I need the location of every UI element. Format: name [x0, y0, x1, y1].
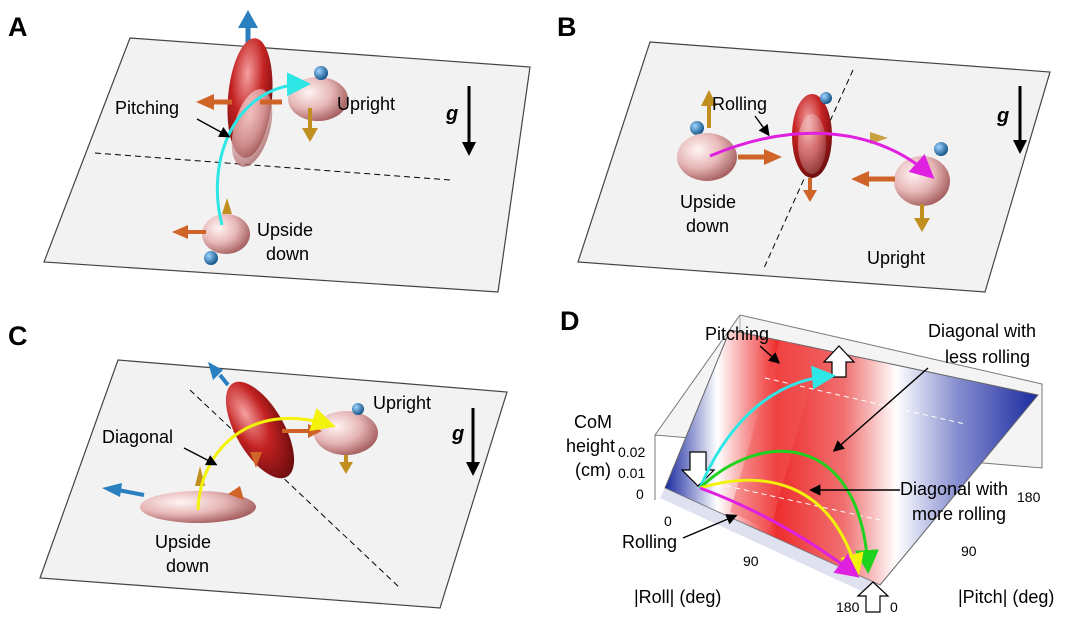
label-upright: Upright	[867, 248, 925, 268]
label-upside-1: Upside	[155, 532, 211, 552]
label-upside-2: down	[166, 556, 209, 576]
com-marker-upside-down	[204, 251, 218, 265]
panel-label-a: A	[8, 12, 28, 42]
z-tick: 0	[636, 486, 644, 502]
label-rolling: Rolling	[712, 94, 767, 114]
diagonal-path	[196, 408, 336, 511]
end-arrow-marker	[856, 581, 890, 613]
com-marker-upright	[314, 66, 328, 80]
panel-label-c: C	[8, 321, 28, 351]
z-tick: 0.01	[618, 465, 645, 481]
roll-tick: 0	[664, 513, 672, 529]
diagonal-more-rolling-trajectory	[699, 478, 864, 578]
ellipsoid-upside-down	[202, 214, 250, 254]
label-upside-2: down	[266, 244, 309, 264]
panel-c: C Upright Diagonal Upside down g	[8, 321, 508, 609]
panel-label-b: B	[557, 12, 577, 42]
dashed-axis	[189, 389, 401, 589]
ellipsoid-upright	[894, 156, 950, 206]
pitch-tick: 90	[961, 543, 977, 559]
gravity-label: g	[445, 103, 458, 125]
z-axis-label-1: CoM	[574, 412, 612, 432]
z-axis-label-2: height	[566, 436, 615, 456]
label-pitching: Pitching	[705, 324, 769, 344]
pitching-path	[215, 72, 311, 226]
arrow-blue-up	[238, 10, 258, 28]
roll-axis-label: |Roll| (deg)	[634, 587, 721, 607]
pitch-tick: 0	[890, 599, 898, 615]
gravity-label: g	[996, 105, 1009, 127]
label-upright: Upright	[337, 94, 395, 114]
roll-tick: 90	[743, 553, 759, 569]
label-upside-1: Upside	[257, 220, 313, 240]
pitching-trajectory	[698, 365, 836, 489]
rolling-path	[709, 131, 935, 180]
label-upside-2: down	[686, 216, 729, 236]
ground-plane	[43, 37, 531, 293]
pitch-tick: 180	[1017, 489, 1041, 505]
panel-b: B Rolling Upside down Upright g	[557, 12, 1051, 293]
label-pitching: Pitching	[115, 98, 179, 118]
z-tick: 0.02	[618, 444, 645, 460]
top-arrow-marker	[822, 345, 856, 378]
panel-d: D Pitching Diagonal with less rolling Di…	[560, 306, 1054, 615]
label-diag-more-2: more rolling	[912, 504, 1006, 524]
ground-plane	[39, 359, 508, 609]
gravity-label: g	[451, 423, 464, 445]
label-upright: Upright	[373, 393, 431, 413]
com-surface	[664, 329, 1039, 586]
ellipsoid-diagonal	[225, 381, 295, 479]
label-diagonal: Diagonal	[102, 427, 173, 447]
roll-tick: 180	[836, 599, 860, 615]
label-diag-more-1: Diagonal with	[900, 479, 1008, 499]
dashed-axis	[763, 69, 854, 269]
rolling-trajectory	[699, 486, 860, 578]
label-upside-1: Upside	[680, 192, 736, 212]
z-axis-label-3: (cm)	[575, 460, 611, 480]
panel-label-d: D	[560, 306, 580, 336]
panel-a: A Upright Pitching Upside down g	[8, 10, 531, 293]
pitch-axis-label: |Pitch| (deg)	[958, 587, 1054, 607]
label-diag-less-2: less rolling	[945, 347, 1030, 367]
ellipsoid-upside-down	[677, 133, 737, 181]
ellipsoid-upright	[314, 411, 378, 455]
diagonal-less-rolling-trajectory	[698, 449, 879, 574]
label-diag-less-1: Diagonal with	[928, 321, 1036, 341]
label-rolling: Rolling	[622, 532, 677, 552]
